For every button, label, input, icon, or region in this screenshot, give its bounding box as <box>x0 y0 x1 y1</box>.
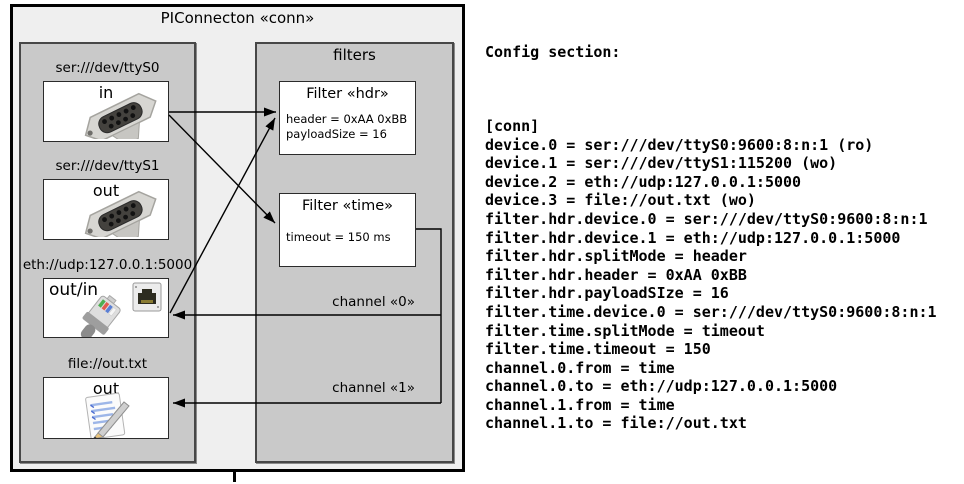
filter-time-title: Filter «time» <box>301 198 394 214</box>
config-line: channel.0.to = eth://udp:127.0.0.1:5000 <box>485 377 838 396</box>
filter-hdr-prop-payload: payloadSize = 16 <box>286 127 387 141</box>
device-label-ttys0: ser:///dev/ttyS0 <box>55 60 160 76</box>
filters-group-title: filters <box>333 46 376 64</box>
config-line: filter.time.device.0 = ser:///dev/ttyS0:… <box>485 302 937 321</box>
config-line: filter.hdr.device.0 = ser:///dev/ttyS0:9… <box>485 209 928 228</box>
config-line: device.3 = file://out.txt (wo) <box>485 191 756 210</box>
channel-1-label: channel «1» <box>332 380 415 396</box>
serial-connector-icon <box>68 87 168 141</box>
config-line: filter.hdr.device.1 = eth://udp:127.0.0.… <box>485 228 901 247</box>
filter-time-prop-timeout: timeout = 150 ms <box>286 230 391 244</box>
config-line: device.2 = eth://udp:127.0.0.1:5000 <box>485 172 802 191</box>
config-line: device.0 = ser:///dev/ttyS0:9600:8:n:1 (… <box>485 135 874 154</box>
config-section: Config section: [conn]device.0 = ser:///… <box>485 6 960 470</box>
config-lines: [conn]device.0 = ser:///dev/ttyS0:9600:8… <box>485 117 960 433</box>
device-box-ttys1: out <box>43 179 169 240</box>
ethernet-jack-icon <box>132 282 162 316</box>
device-direction: out <box>92 181 120 200</box>
filter-hdr-title: Filter «hdr» <box>306 86 389 102</box>
config-line: filter.time.splitMode = timeout <box>485 321 765 340</box>
device-label-file: file://out.txt <box>67 356 148 372</box>
notepad-icon <box>76 389 140 438</box>
filter-time-box: Filter «time» timeout = 150 ms <box>279 193 416 267</box>
device-direction: out/in <box>49 280 99 300</box>
config-line: device.1 = ser:///dev/ttyS1:115200 (wo) <box>485 154 838 173</box>
device-box-ttys0: in <box>43 81 169 142</box>
config-line: channel.1.to = file://out.txt <box>485 414 747 433</box>
channel-0-label: channel «0» <box>332 294 415 310</box>
filter-hdr-prop-header: header = 0xAA 0xBB <box>286 112 408 126</box>
config-line: filter.hdr.payloadSIze = 16 <box>485 284 729 303</box>
device-direction: in <box>98 83 114 102</box>
device-direction: out <box>92 379 120 398</box>
config-line: channel.0.from = time <box>485 358 675 377</box>
filter-hdr-box: Filter «hdr» header = 0xAA 0xBB payloadS… <box>279 81 416 155</box>
config-line: [conn] <box>485 116 540 135</box>
config-line: filter.hdr.header = 0xAA 0xBB <box>485 265 747 284</box>
serial-connector-icon <box>68 185 168 239</box>
config-line: filter.hdr.splitMode = header <box>485 247 747 266</box>
config-line: filter.time.timeout = 150 <box>485 340 711 359</box>
device-label-eth: eth://udp:127.0.0.1:5000 <box>22 257 193 273</box>
device-box-file: out <box>43 377 169 439</box>
component-title: PIConnecton «conn» <box>160 9 315 27</box>
ethernet-connector-icon <box>70 294 132 337</box>
device-label-ttys1: ser:///dev/ttyS1 <box>55 158 160 174</box>
config-heading: Config section: <box>485 43 621 62</box>
config-line: channel.1.from = time <box>485 395 675 414</box>
device-box-eth: out/in <box>43 278 169 338</box>
